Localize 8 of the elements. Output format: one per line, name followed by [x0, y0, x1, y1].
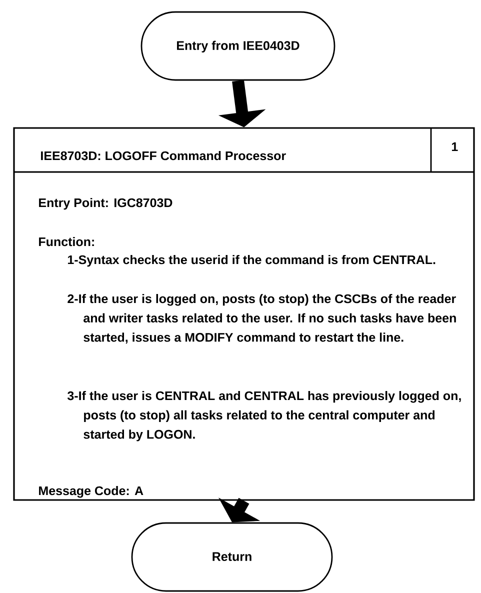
body-text: Function:	[39, 237, 94, 246]
function-item: 2-If the user is logged on, posts (to stop) the CSCBs of the reader and writer tasks related to the user. If no such tasks have been started, issues a MODIFY command to restart the line.	[68, 294, 456, 344]
body-text: Entry Point: IGC8703D	[39, 198, 172, 210]
step-number: 1	[452, 142, 458, 151]
body-text: Message Code: A	[39, 486, 144, 498]
function-item: 3-If the user is CENTRAL and CENTRAL has previously logged on, posts (to stop) all tasks related to the central computer and started by LOGON.	[67, 391, 461, 442]
header-title: IEE8703D: LOGOFF Command Processor	[41, 151, 286, 160]
function-item: 1-Syntax checks the userid if the command is from CENTRAL.	[68, 255, 436, 267]
